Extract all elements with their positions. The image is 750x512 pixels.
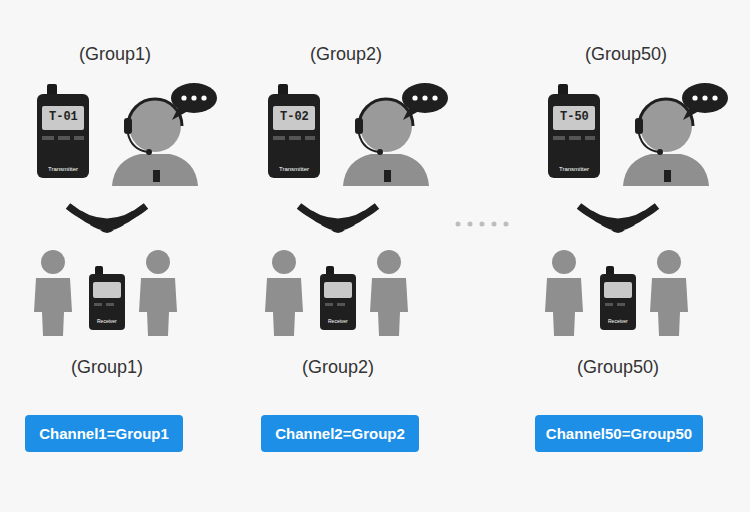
device-label: Receiver	[328, 319, 348, 325]
screen-readout: T-50	[560, 111, 589, 124]
group-label: (Group50)	[577, 358, 659, 378]
channel-box: Channel2=Group2	[261, 415, 419, 452]
group-label: (Group2)	[302, 358, 374, 378]
channel-box: Channel1=Group1	[25, 415, 183, 452]
device-label: Transmitter	[279, 166, 309, 173]
channel-text: Channel50=Group50	[546, 425, 692, 442]
device-label: Receiver	[608, 319, 628, 325]
group-title: (Group1)	[79, 45, 151, 65]
device-label: Transmitter	[559, 166, 589, 173]
channel-text: Channel2=Group2	[275, 425, 405, 442]
channel-box: Channel50=Group50	[535, 415, 703, 452]
group-label: (Group1)	[71, 358, 143, 378]
device-label: Transmitter	[48, 166, 78, 173]
ellipsis-dots	[456, 222, 509, 227]
group-title: (Group2)	[310, 45, 382, 65]
screen-readout: T-01	[49, 111, 78, 124]
channel-text: Channel1=Group1	[39, 425, 169, 442]
device-label: Receiver	[97, 319, 117, 325]
group-title: (Group50)	[585, 45, 667, 65]
screen-readout: T-02	[280, 111, 309, 124]
